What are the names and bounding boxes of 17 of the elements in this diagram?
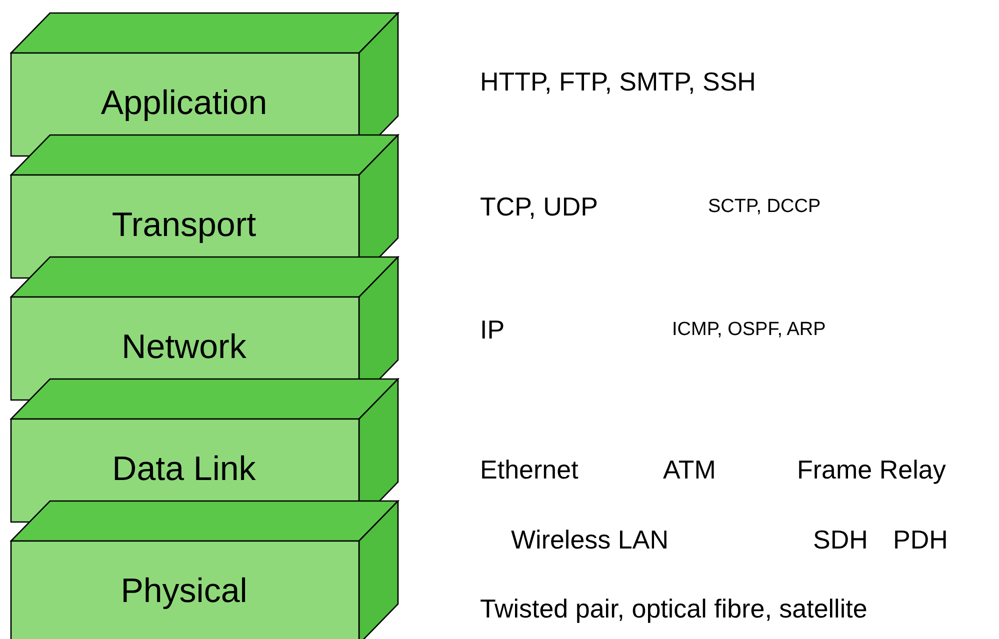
- protocol-label: Ethernet: [480, 454, 578, 486]
- layer-name: Application: [100, 84, 268, 123]
- protocol-label: ATM: [663, 454, 716, 486]
- protocol-label: HTTP, FTP, SMTP, SSH: [480, 66, 756, 98]
- protocol-label: Twisted pair, optical fibre, satellite: [480, 594, 868, 624]
- protocol-label: Wireless LAN: [511, 524, 668, 556]
- protocol-label: Frame Relay: [797, 454, 946, 486]
- protocol-label: SDH: [813, 524, 868, 556]
- protocol-label: TCP, UDP: [480, 192, 598, 222]
- protocol-label: IP: [480, 314, 505, 346]
- protocol-label: PDH: [893, 524, 948, 556]
- layer-name: Data Link: [112, 450, 256, 489]
- layer-name: Transport: [112, 206, 256, 245]
- protocol-label: ICMP, OSPF, ARP: [672, 319, 826, 341]
- protocol-label: SCTP, DCCP: [708, 196, 821, 218]
- layer-name: Physical: [120, 572, 248, 611]
- layer-name: Network: [122, 328, 246, 367]
